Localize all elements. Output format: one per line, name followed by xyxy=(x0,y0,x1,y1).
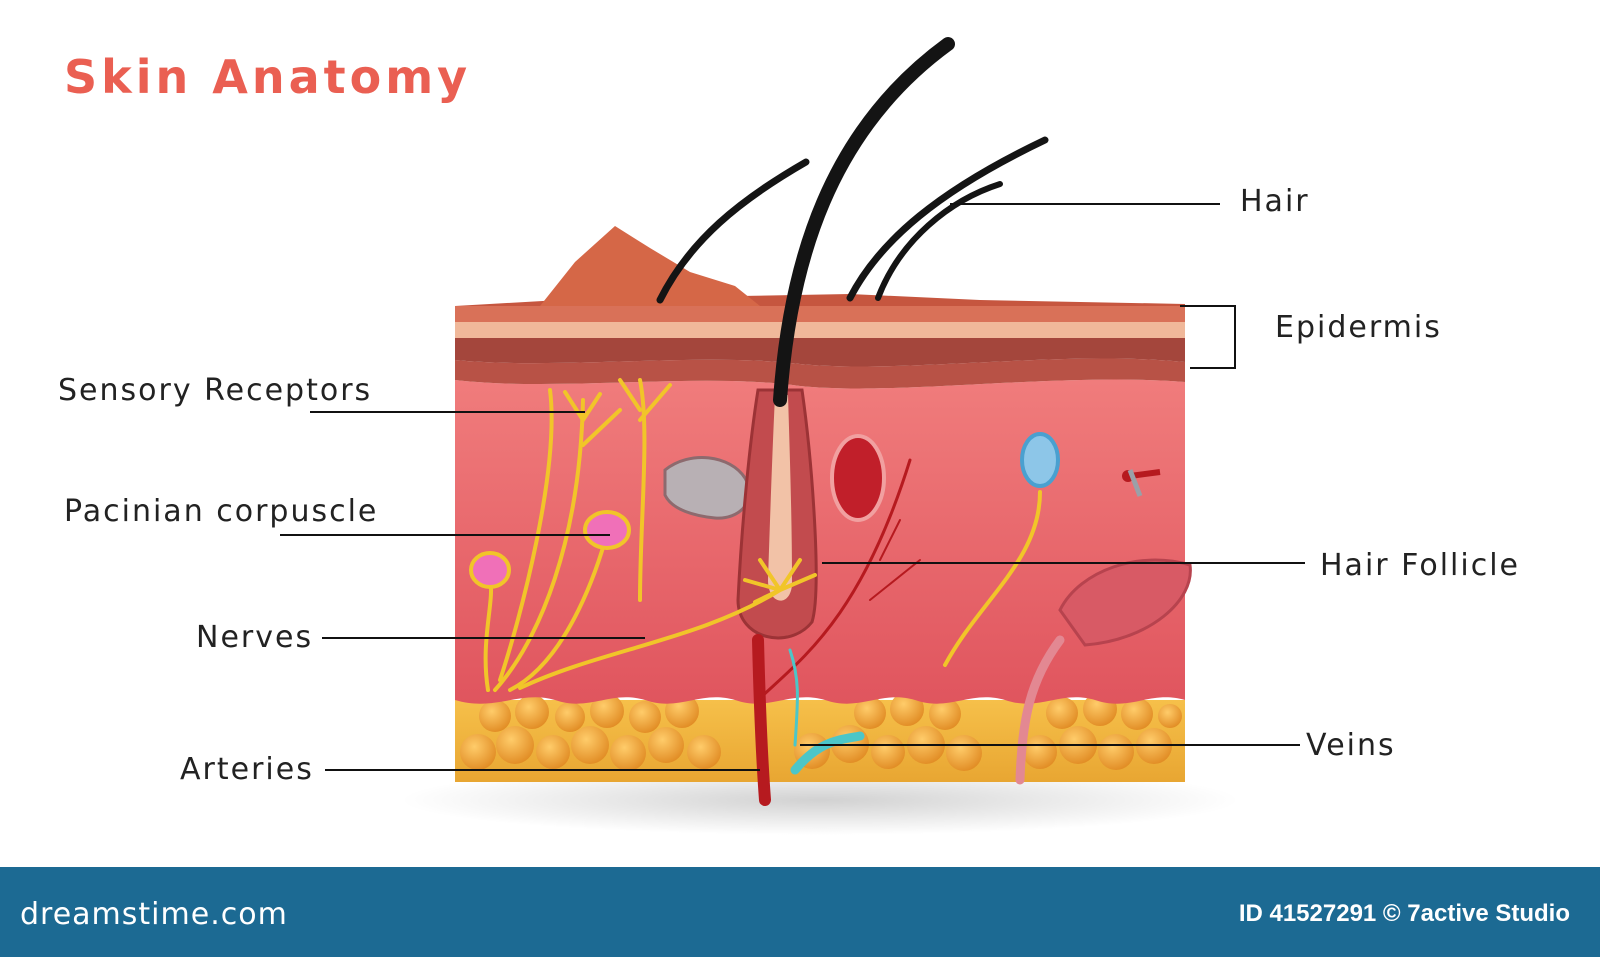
sebaceous-gland xyxy=(830,434,886,522)
dermis-layer xyxy=(455,379,1185,704)
label-nerves: Nerves xyxy=(196,620,314,655)
page-title: Skin Anatomy xyxy=(64,50,472,104)
label-hair: Hair xyxy=(1240,184,1310,219)
sensory-receptor-blue xyxy=(1020,432,1060,488)
label-epidermis: Epidermis xyxy=(1275,310,1442,345)
footer-bar: dreamstime.com ID 41527291 © 7active Stu… xyxy=(0,867,1600,957)
hair-follicle xyxy=(736,388,818,640)
label-veins: Veins xyxy=(1306,728,1396,763)
skin-surface-fold xyxy=(540,226,760,306)
epidermis-layers xyxy=(455,226,1185,389)
arrector-pili-muscle xyxy=(1058,558,1192,647)
fat-globules xyxy=(460,692,1182,771)
brand-logo-text: dreamstime.com xyxy=(20,897,288,932)
image-id-credit: ID 41527291 © 7active Studio xyxy=(1238,900,1570,927)
nerve-fibers xyxy=(483,378,1042,692)
pacinian-corpuscles xyxy=(469,510,631,589)
label-sensory-receptors: Sensory Receptors xyxy=(58,373,373,408)
fat-layer xyxy=(455,692,1185,782)
artery xyxy=(752,634,771,806)
label-hair-follicle: Hair Follicle xyxy=(1320,548,1520,583)
vein xyxy=(790,731,865,775)
blood-vessels xyxy=(752,458,1065,806)
hair-shafts xyxy=(656,37,1049,407)
leader-lines xyxy=(280,203,1305,771)
skin-cross-section-illustration xyxy=(280,37,1305,835)
label-pacinian-corpuscle: Pacinian corpuscle xyxy=(64,494,379,529)
label-arteries: Arteries xyxy=(180,752,314,787)
